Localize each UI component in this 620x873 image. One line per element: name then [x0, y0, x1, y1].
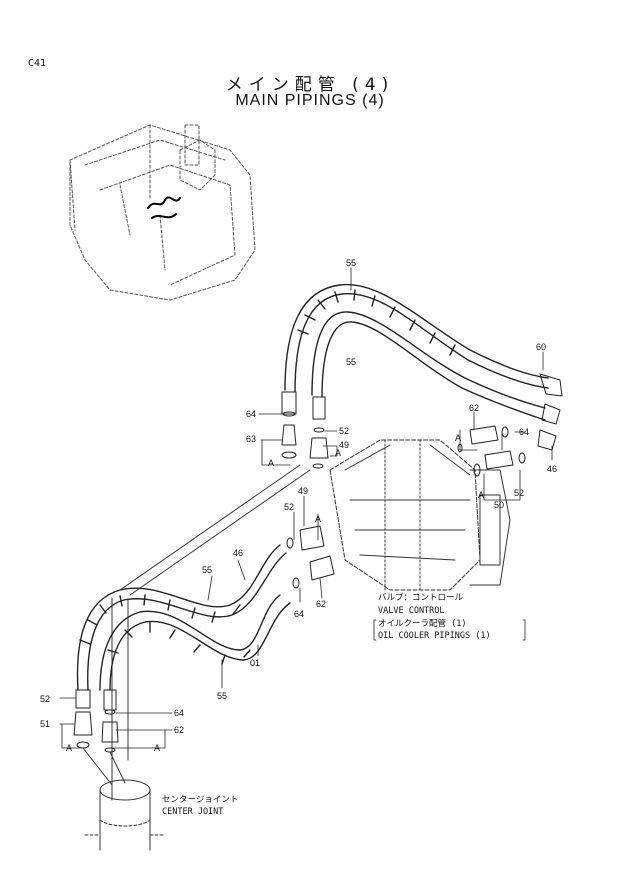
fittings-right — [457, 425, 526, 477]
hose-lower-55 — [76, 544, 291, 691]
center-joint-caption: CENTER JOINT — [162, 807, 224, 817]
label-50: 50 — [494, 500, 504, 510]
label-A-d: A — [478, 490, 484, 500]
fittings-bottom-left — [73, 689, 119, 753]
fittings-center — [286, 525, 335, 589]
control-valve — [329, 439, 511, 591]
label-leaders — [59, 267, 553, 749]
label-52-d: 52 — [40, 694, 50, 704]
fittings-63-64 — [281, 391, 329, 469]
hose-upper-55 — [284, 283, 549, 421]
valve-caption: VALVE CONTROL — [378, 606, 445, 616]
label-46-b: 46 — [233, 548, 243, 558]
label-64-d: 64 — [174, 708, 184, 718]
label-62-a: 62 — [469, 403, 479, 413]
label-51: 51 — [40, 719, 50, 729]
label-A-a: A — [268, 458, 274, 468]
label-55-top: 55 — [346, 258, 356, 268]
part-labels: 55 55 60 64 63 A 52 49 A 62 A 64 A 52 46… — [40, 258, 557, 753]
center-joint — [82, 747, 166, 851]
label-60: 60 — [536, 342, 546, 352]
label-A-b: A — [335, 448, 341, 458]
page-title: MAIN PIPINGS (4) — [235, 92, 385, 109]
label-A-e: A — [315, 514, 321, 524]
label-A-f: A — [66, 743, 72, 753]
label-64-c: 64 — [294, 609, 304, 619]
label-A-c: A — [455, 433, 461, 443]
valve-caption-ja: バルブ：コントロール — [378, 593, 464, 603]
thumbnail-highlight — [147, 196, 181, 219]
oil-cooler-caption: OIL COOLER PIPINGS (1) — [378, 631, 491, 641]
label-55-left: 55 — [202, 565, 212, 575]
label-49-a: 49 — [339, 440, 349, 450]
label-52-b: 52 — [514, 488, 524, 498]
label-55-bot: 55 — [217, 691, 227, 701]
label-A-g: A — [154, 743, 160, 753]
label-64-a: 64 — [246, 409, 256, 419]
label-62-b: 62 — [316, 599, 326, 609]
page-code: C41 — [28, 58, 47, 69]
label-64-b: 64 — [519, 427, 529, 437]
center-joint-caption-ja: センタージョイント — [162, 795, 239, 805]
label-63: 63 — [246, 434, 256, 444]
page-title-japanese: メイン配管 (4) — [225, 75, 395, 95]
oil-cooler-caption-ja: オイルクーラ配管 (1) — [378, 619, 467, 629]
label-01: 01 — [250, 658, 260, 668]
label-52-c: 52 — [284, 502, 294, 512]
caption-bracket — [373, 619, 526, 641]
label-62-c: 62 — [174, 725, 184, 735]
fitting-60 — [537, 373, 563, 451]
label-55-mid: 55 — [346, 357, 356, 367]
label-52-a: 52 — [339, 426, 349, 436]
leader-lines — [111, 464, 311, 801]
label-49-b: 49 — [298, 486, 308, 496]
label-46-a: 46 — [547, 464, 557, 474]
machine-thumbnail — [69, 124, 256, 301]
